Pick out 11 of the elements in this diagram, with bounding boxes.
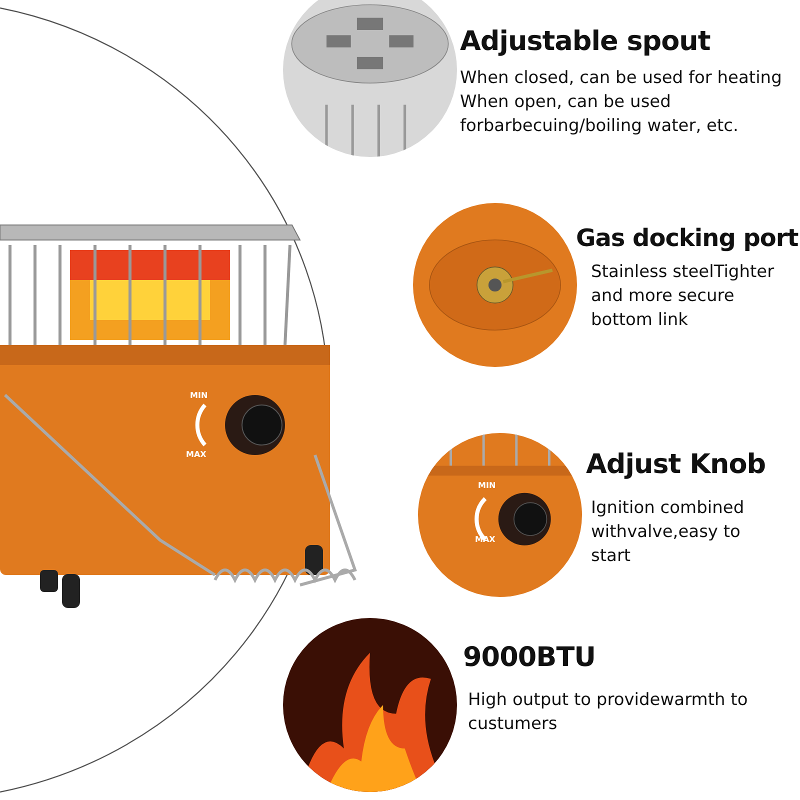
feature-description: High output to providewarmth to custumers (468, 689, 749, 736)
feature-description: Stainless steelTighter and more secure bottom link (591, 261, 776, 332)
feature-description: Ignition combined withvalve,easy to start (591, 497, 746, 568)
feature-description: When closed, can be used for heating When open, can be used forbarbecuing/boiling water, etc. (460, 67, 783, 138)
dial-marking: MIN (478, 481, 496, 490)
feature-heading: Adjust Knob (586, 449, 766, 480)
feature-heading: Adjustable spout (460, 26, 710, 57)
dial-marking: MIN (190, 391, 208, 400)
dial-marking: MAX (186, 450, 206, 459)
feature-heading: Gas docking port (576, 224, 798, 252)
feature-heading: 9000BTU (463, 642, 596, 673)
